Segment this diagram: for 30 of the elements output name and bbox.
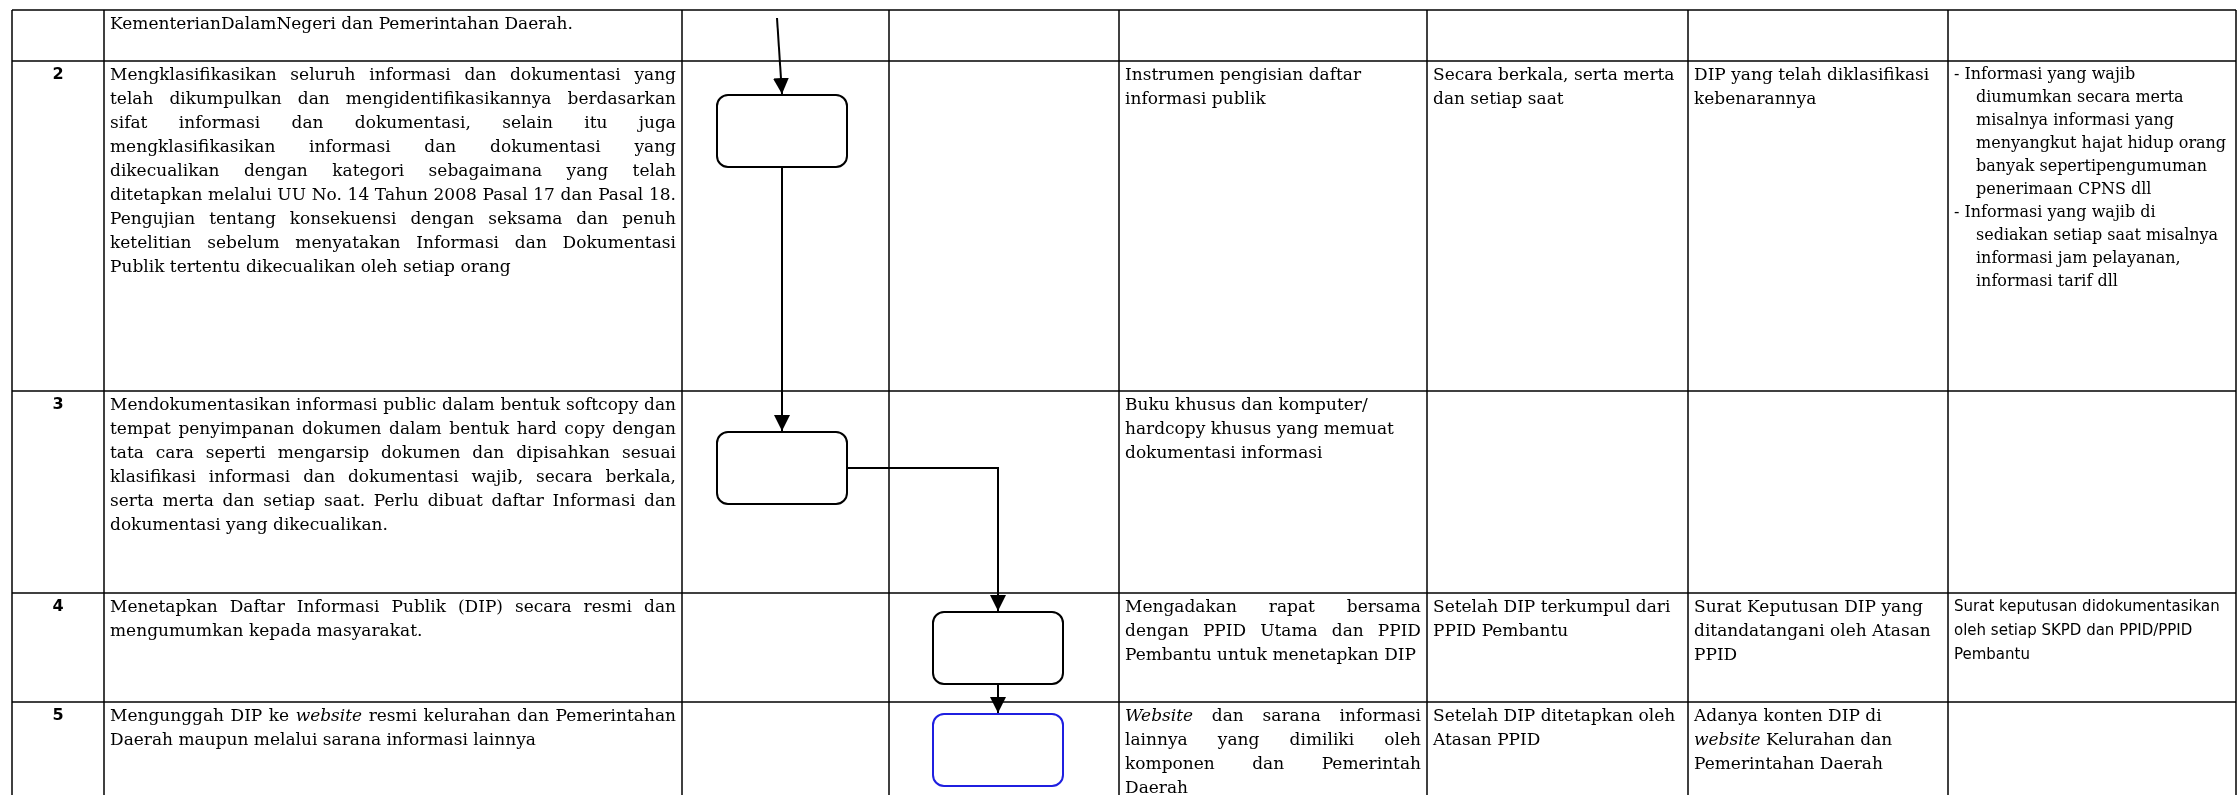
note-text: Surat keputusan didokumentasikan oleh setiap SKPD dan PPID/PPID Pembantu xyxy=(1954,596,2221,665)
requirement-text: Instrumen pengisian daftar informasi publik xyxy=(1125,63,1363,110)
step-number: 4 xyxy=(51,595,65,617)
time-text: Setelah DIP terkumpul dari PPID Pembantu xyxy=(1433,595,1672,642)
process-box xyxy=(716,94,848,168)
step-number: 2 xyxy=(51,63,65,85)
activity-description: Mengklasifikasikan seluruh informasi dan dokumentasi yang telah dikumpulkan dan mengidentifikasikannya berdasarkan sifat informasi dan dokumentasi, selain itu juga mengklasifikasikan informasi dan dokumentasi yang dikecualikan dengan kategori sebagaimana yang telah ditetapkan melalui UU No. 14 Tahun 2008 Pasal 17 dan Pasal 18. Pengujian tentang konsekuensi dengan seksama dan penuh ketelitian sebelum menyatakan Informasi dan Dokumentasi Publik tertentu dikecualikan oleh setiap orang xyxy=(110,63,676,278)
process-box xyxy=(932,611,1064,685)
step-number: 5 xyxy=(51,704,65,726)
output-text: Surat Keputusan DIP yang ditandatangani oleh Atasan PPID xyxy=(1694,595,1932,666)
activity-description: Menetapkan Daftar Informasi Publik (DIP) secara resmi dan mengumumkan kepada masyarakat. xyxy=(110,595,676,642)
arrow xyxy=(990,684,1006,714)
requirement-text: Website dan sarana informasi lainnya yang dimiliki oleh komponen dan Pemerintah Daerah xyxy=(1125,704,1421,795)
time-text: Setelah DIP ditetapkan oleh Atasan PPID xyxy=(1433,704,1677,751)
output-text: Adanya konten DIP di website Kelurahan dan Pemerintahan Daerah xyxy=(1694,704,1894,775)
process-box xyxy=(716,431,848,505)
activity-description: Mendokumentasikan informasi public dalam bentuk softcopy dan tempat penyimpanan dokumen dalam bentuk hard copy dengan tata cara seperti mengarsip dokumen dan dipisahkan sesuai klasifikasi informasi dan dokumentasi wajib, secara berkala, serta merta dan setiap saat. Perlu dibuat daftar Informasi dan dokumentasi yang dikecualikan. xyxy=(110,393,676,536)
process-box xyxy=(932,713,1064,787)
time-text: Secara berkala, serta merta dan setiap saat xyxy=(1433,63,1676,110)
activity-description: Mengunggah DIP ke website resmi kelurahan dan Pemerintahan Daerah maupun melalui sarana informasi lainnya xyxy=(110,704,676,751)
arrow xyxy=(774,167,790,432)
activity-description: KementerianDalamNegeri dan Pemerintahan Daerah. xyxy=(110,12,574,35)
step-number: 3 xyxy=(51,393,65,415)
requirement-text: Mengadakan rapat bersama dengan PPID Utama dan PPID Pembantu untuk menetapkan DIP xyxy=(1125,595,1421,666)
arrow xyxy=(847,467,1006,612)
note-text: - Informasi yang wajib diumumkan secara merta misalnya informasi yang menyangkut hajat hidup orang banyak sepertipengumuman penerimaan CPNS dll xyxy=(1954,63,2228,200)
note-text: - Informasi yang wajib di sediakan setiap saat misalnya informasi jam pelayanan, informasi tarif dll xyxy=(1954,201,2220,292)
arrow xyxy=(772,17,789,95)
requirement-text: Buku khusus dan komputer/ hardcopy khusus yang memuat dokumentasi informasi xyxy=(1125,393,1395,464)
output-text: DIP yang telah diklasifikasi kebenarannya xyxy=(1694,63,1931,110)
